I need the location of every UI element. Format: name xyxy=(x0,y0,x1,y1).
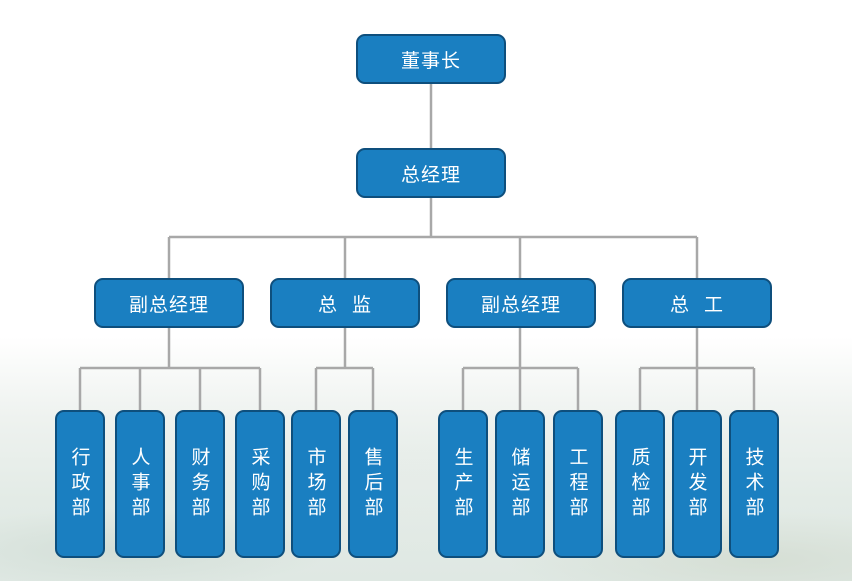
dept-label: 人事部 xyxy=(128,446,151,522)
node-chief-engineer: 总 工 xyxy=(622,278,772,328)
dept-label: 采购部 xyxy=(248,446,271,522)
dept-marketing: 市场部 xyxy=(291,410,341,558)
node-director: 总 监 xyxy=(270,278,420,328)
dept-engineering: 工程部 xyxy=(553,410,603,558)
node-level2-label: 总 监 xyxy=(317,293,373,316)
node-chairman-label: 董事长 xyxy=(400,49,461,72)
dept-quality: 质检部 xyxy=(615,410,665,558)
node-general-manager: 总经理 xyxy=(356,148,506,198)
dept-after-sales: 售后部 xyxy=(348,410,398,558)
dept-label: 储运部 xyxy=(508,446,531,522)
dept-technology: 技术部 xyxy=(729,410,779,558)
dept-finance: 财务部 xyxy=(175,410,225,558)
dept-label: 生产部 xyxy=(451,446,474,522)
dept-procurement: 采购部 xyxy=(235,410,285,558)
dept-label: 售后部 xyxy=(361,446,384,522)
node-vice-general-manager-2: 副总经理 xyxy=(446,278,596,328)
node-general-manager-label: 总经理 xyxy=(400,163,461,186)
dept-development: 开发部 xyxy=(672,410,722,558)
node-chairman: 董事长 xyxy=(356,34,506,84)
dept-label: 市场部 xyxy=(304,446,327,522)
dept-label: 工程部 xyxy=(566,446,589,522)
dept-label: 财务部 xyxy=(188,446,211,522)
dept-hr: 人事部 xyxy=(115,410,165,558)
dept-label: 行政部 xyxy=(68,446,91,522)
node-vice-general-manager-1: 副总经理 xyxy=(94,278,244,328)
dept-label: 开发部 xyxy=(685,446,708,522)
dept-label: 质检部 xyxy=(628,446,651,522)
dept-label: 技术部 xyxy=(742,446,765,522)
dept-production: 生产部 xyxy=(438,410,488,558)
node-level2-label: 总 工 xyxy=(669,293,725,316)
dept-admin: 行政部 xyxy=(55,410,105,558)
dept-logistics: 储运部 xyxy=(495,410,545,558)
node-level2-label: 副总经理 xyxy=(128,293,209,316)
node-level2-label: 副总经理 xyxy=(480,293,561,316)
